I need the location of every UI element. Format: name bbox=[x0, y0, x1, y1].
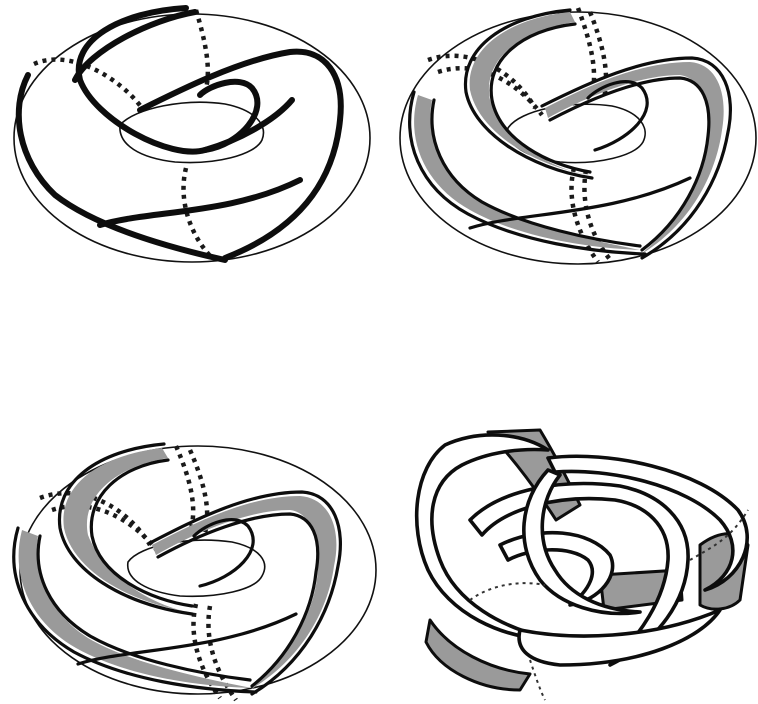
hidden-arc bbox=[176, 446, 193, 532]
panel-bottom-left bbox=[14, 444, 376, 700]
ribbon-loop bbox=[519, 610, 720, 665]
hidden-arc bbox=[530, 660, 545, 700]
band-edge bbox=[78, 614, 296, 664]
panel-top-left bbox=[14, 8, 370, 262]
panel-top-right bbox=[400, 8, 756, 264]
hidden-arc bbox=[470, 583, 545, 600]
band-edge bbox=[470, 178, 690, 228]
hidden-arc bbox=[40, 493, 150, 545]
knot-strand bbox=[75, 12, 195, 80]
torus-hole bbox=[128, 540, 265, 596]
knot-strand bbox=[100, 180, 300, 225]
panel-bottom-right bbox=[417, 430, 748, 700]
